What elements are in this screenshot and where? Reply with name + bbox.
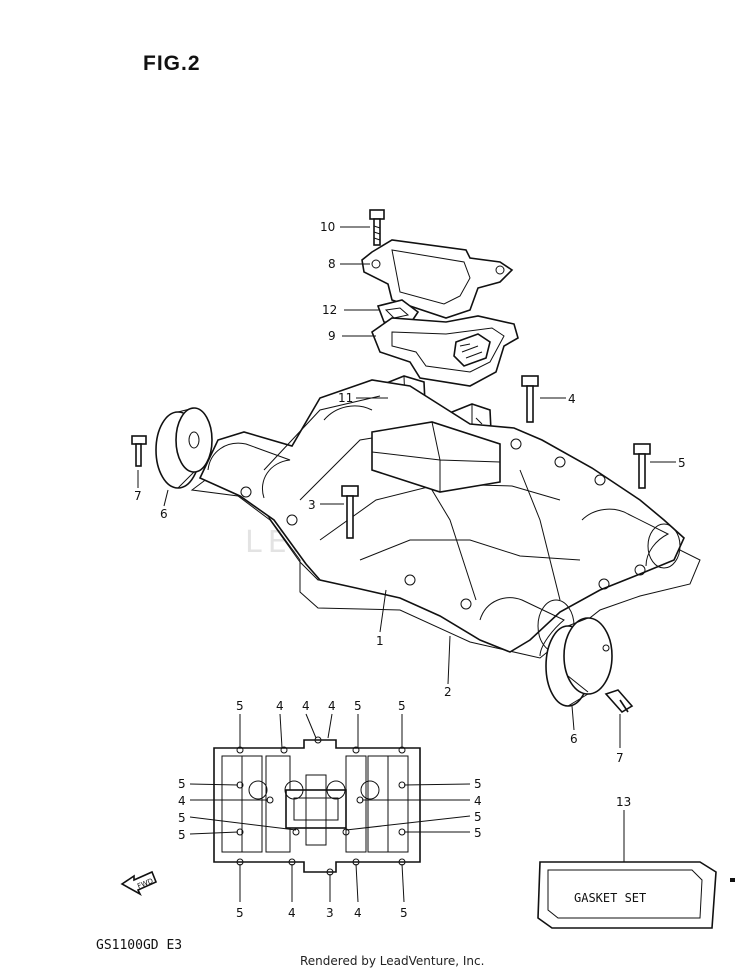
bolt-10 (369, 209, 385, 246)
callout-12: 12 (322, 303, 337, 317)
leader-lines (137, 226, 676, 748)
gasket-set-13: 13 GASKET SET (537, 795, 717, 929)
plan-label-top-1: 5 (236, 699, 244, 713)
callout-6-right: 6 (570, 732, 578, 746)
gasket-set-label: GASKET SET (574, 891, 646, 905)
callout-4-bolt: 4 (568, 392, 576, 406)
bolt-5 (633, 443, 651, 489)
plan-label-left-3: 5 (178, 811, 186, 825)
plan-label-top-3: 4 (302, 699, 310, 713)
callout-9: 9 (328, 329, 336, 343)
callout-2: 2 (444, 685, 452, 699)
plan-label-left-4: 5 (178, 828, 186, 842)
plug-screw-7-right (604, 689, 634, 714)
callout-8: 8 (328, 257, 336, 271)
plan-label-bottom-5: 5 (400, 906, 408, 920)
plan-label-bottom-4: 4 (354, 906, 362, 920)
callout-11: 11 (338, 391, 353, 405)
plan-label-bottom-1: 5 (236, 906, 244, 920)
gasket-9 (371, 315, 519, 387)
bolt-4 (521, 375, 539, 423)
callout-5-bolt: 5 (678, 456, 686, 470)
callout-3: 3 (308, 498, 316, 512)
plan-label-bottom-3: 3 (326, 906, 334, 920)
end-cap-6-left (155, 407, 213, 489)
model-code: GS1100GD E3 (96, 938, 183, 953)
plan-label-top-4: 4 (328, 699, 336, 713)
edge-mark (730, 878, 735, 882)
plug-screw-7-left (131, 435, 147, 467)
callout-7-right: 7 (616, 751, 624, 765)
plan-label-bottom-2: 4 (288, 906, 296, 920)
breather-cover-8 (361, 239, 514, 319)
plan-label-right-4: 5 (474, 826, 482, 840)
end-cap-6-right (545, 617, 613, 707)
filter-block-upper (453, 333, 491, 367)
plan-label-top-2: 4 (276, 699, 284, 713)
plan-label-left-1: 5 (178, 777, 186, 791)
plan-label-right-3: 5 (474, 810, 482, 824)
forward-arrow-icon (120, 870, 158, 896)
plan-label-top-6: 5 (398, 699, 406, 713)
figure-title: FIG.2 (143, 52, 201, 75)
render-credit: Rendered by LeadVenture, Inc. (300, 954, 485, 968)
bolt-plan-view (189, 713, 471, 903)
plan-label-right-1: 5 (474, 777, 482, 791)
plan-label-left-2: 4 (178, 794, 186, 808)
gasket-12 (376, 299, 420, 325)
plan-label-right-2: 4 (474, 794, 482, 808)
callout-7-left: 7 (134, 489, 142, 503)
plan-label-top-5: 5 (354, 699, 362, 713)
callout-13: 13 (616, 795, 631, 809)
callout-10: 10 (320, 220, 335, 234)
cylinder-head-cover-1 (198, 379, 685, 657)
bolt-3 (341, 485, 359, 539)
callout-6-left: 6 (160, 507, 168, 521)
callout-1: 1 (376, 634, 384, 648)
